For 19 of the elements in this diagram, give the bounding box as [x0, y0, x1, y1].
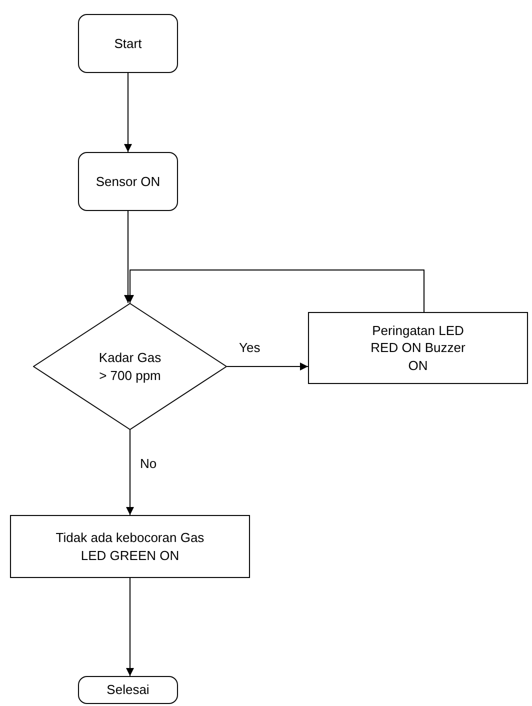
decision-diamond [33, 303, 227, 430]
node-label: Kadar Gas > 700 ppm [98, 348, 162, 384]
arrow [124, 210, 132, 304]
node-label: Tidak ada kebocoran Gas LED GREEN ON [54, 528, 206, 564]
arrow [126, 430, 134, 516]
arrow [226, 362, 308, 370]
node-label: Start [114, 34, 142, 52]
arrow [126, 578, 134, 676]
terminal-box [78, 676, 178, 704]
edge-label: No [138, 456, 159, 471]
arrow [124, 72, 132, 152]
arrow [126, 270, 424, 312]
terminal-box [78, 152, 178, 211]
terminal-box [78, 14, 178, 73]
process-box [10, 515, 250, 578]
node-label: Sensor ON [96, 172, 160, 190]
node-label: Peringatan LED RED ON Buzzer ON [370, 322, 466, 374]
process-box [308, 312, 528, 384]
node-label: Selesai [106, 681, 150, 699]
